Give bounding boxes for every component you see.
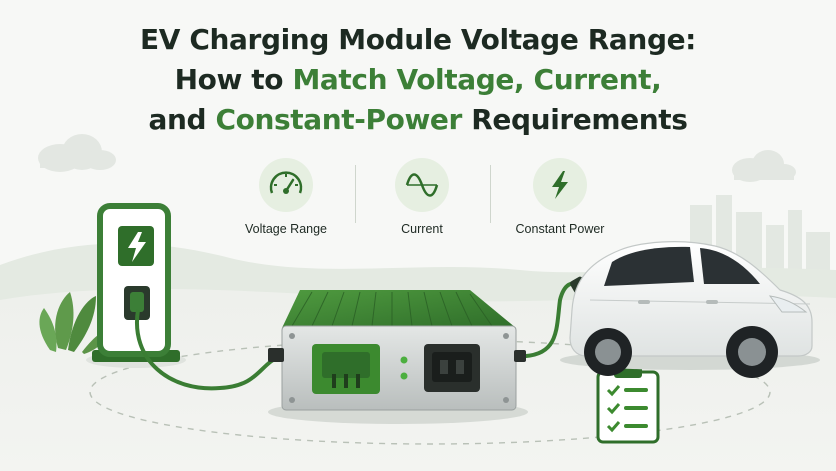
feature-label: Constant Power [515, 222, 605, 236]
charging-module [268, 290, 528, 424]
gauge-icon [259, 158, 313, 212]
title-line-2-highlight: Match Voltage, Current, [292, 63, 662, 96]
title-line-3: and Constant-Power Requirements [0, 100, 836, 140]
feature-label: Current [401, 222, 443, 236]
feature-voltage-range: Voltage Range [216, 158, 356, 236]
charging-station [86, 203, 186, 368]
feature-label: Voltage Range [244, 222, 327, 236]
cloud-right [732, 150, 796, 182]
title-line-3-highlight: Constant-Power [215, 103, 462, 136]
title-line-2-prefix: How to [174, 63, 293, 96]
feature-divider [490, 165, 491, 223]
title-line-3-prefix: and [148, 103, 216, 136]
clipboard-checklist-icon [596, 366, 660, 444]
lightning-bolt-icon [533, 158, 587, 212]
feature-divider [355, 165, 356, 223]
title-line-1: EV Charging Module Voltage Range: [140, 23, 696, 56]
cable-left [134, 309, 283, 391]
bush-plant [39, 292, 110, 354]
feature-current: Current [352, 158, 492, 236]
dashed-orbit [89, 339, 771, 445]
electric-car [560, 241, 820, 378]
page-title: EV Charging Module Voltage Range: How to… [0, 20, 836, 140]
title-line-3-suffix: Requirements [461, 103, 688, 136]
sine-wave-icon [395, 158, 449, 212]
cloud-left [38, 134, 116, 172]
title-line-2: How to Match Voltage, Current, [0, 60, 836, 100]
feature-constant-power: Constant Power [490, 158, 630, 236]
